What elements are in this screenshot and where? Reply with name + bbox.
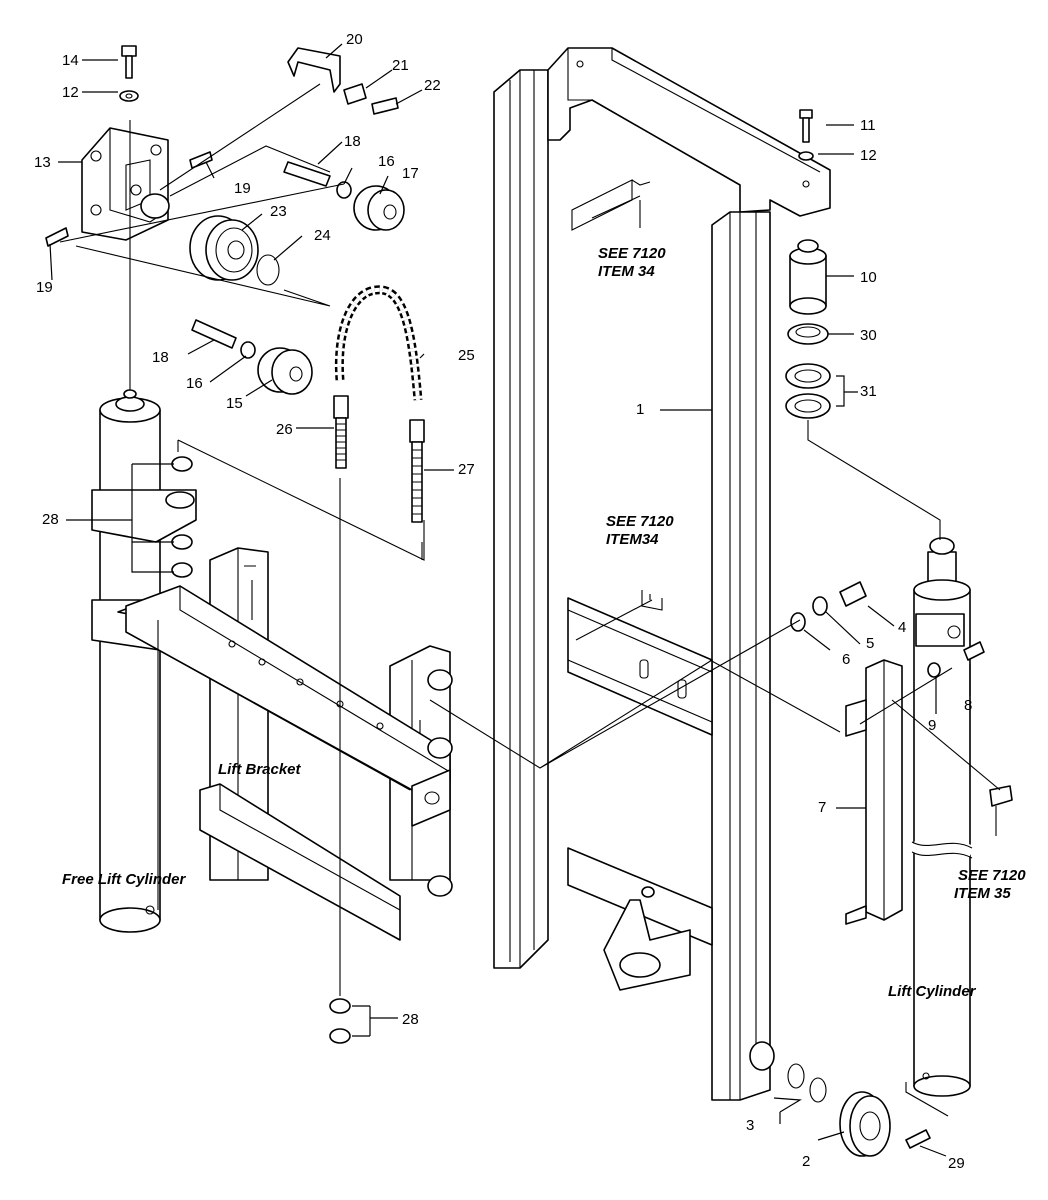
spacer-10 bbox=[789, 239, 827, 315]
see-7120-item34-line1: SEE 7120 bbox=[606, 513, 674, 530]
callout-12: 12 bbox=[62, 84, 79, 101]
callout-21: 21 bbox=[392, 57, 409, 74]
shim-31-b bbox=[785, 393, 831, 419]
shaft-18-top bbox=[283, 161, 331, 187]
callout-9: 9 bbox=[928, 717, 936, 734]
callout-16: 16 bbox=[186, 375, 203, 392]
see-7120-item-35-line2: ITEM 35 bbox=[954, 885, 1011, 902]
shaft-18-bottom bbox=[191, 319, 237, 349]
callout-6: 6 bbox=[842, 651, 850, 668]
lift-cylinder-label: Lift Cylinder bbox=[888, 983, 977, 1000]
callout-29: 29 bbox=[948, 1155, 965, 1172]
stub-shaft bbox=[749, 1041, 775, 1071]
callout-19: 19 bbox=[234, 180, 251, 197]
free-lift-cylinder-label: Free Lift Cylinder bbox=[62, 871, 187, 888]
callout-20: 20 bbox=[346, 31, 363, 48]
spacer-16-bottom bbox=[240, 341, 256, 359]
anchor-27 bbox=[409, 419, 425, 523]
see-7120-item-34-top-line2: ITEM 34 bbox=[598, 263, 655, 280]
callout-14: 14 bbox=[62, 52, 79, 69]
mast-channel bbox=[493, 47, 831, 1101]
shim-3-a bbox=[787, 1063, 805, 1089]
shim-31-a bbox=[785, 363, 831, 389]
callout-4: 4 bbox=[898, 619, 906, 636]
bolt-8 bbox=[927, 641, 985, 678]
rail-7 bbox=[845, 659, 903, 925]
callout-16: 16 bbox=[378, 153, 395, 170]
bolt-14 bbox=[119, 45, 139, 102]
screw-19-a bbox=[189, 151, 213, 169]
pulley-15 bbox=[257, 347, 313, 395]
callout-13: 13 bbox=[34, 154, 51, 171]
callout-3: 3 bbox=[746, 1117, 754, 1134]
anchor-26 bbox=[333, 395, 349, 469]
callout-28: 28 bbox=[402, 1011, 419, 1028]
lift-cylinder bbox=[909, 537, 975, 1097]
callout-24: 24 bbox=[314, 227, 331, 244]
pulley-17 bbox=[353, 185, 405, 231]
strap-20 bbox=[287, 47, 341, 93]
nuts-28-bottom bbox=[329, 998, 351, 1044]
spacer-16-top bbox=[336, 181, 352, 199]
callout-12: 12 bbox=[860, 147, 877, 164]
bolt-4 bbox=[790, 581, 867, 632]
clip-item-35 bbox=[989, 785, 1013, 807]
callout-28: 28 bbox=[42, 511, 59, 528]
callout-7: 7 bbox=[818, 799, 826, 816]
pin-21 bbox=[343, 83, 399, 115]
lift-bracket-label: Lift Bracket bbox=[218, 761, 302, 778]
shim-3-b bbox=[809, 1077, 827, 1103]
callout-1: 1 bbox=[636, 401, 644, 418]
leader-lines bbox=[49, 43, 1001, 1157]
screw-19-b bbox=[45, 227, 69, 247]
see-7120-item34-line2: ITEM34 bbox=[606, 531, 659, 548]
callout-26: 26 bbox=[276, 421, 293, 438]
reference-notes: SEE 7120 ITEM 34 SEE 7120 ITEM34 SEE 712… bbox=[62, 245, 1026, 1000]
callout-15: 15 bbox=[226, 395, 243, 412]
callout-17: 17 bbox=[402, 165, 419, 182]
callout-25: 25 bbox=[458, 347, 475, 364]
guide-bracket bbox=[81, 127, 170, 241]
callout-numbers: 14 12 13 20 21 22 18 16 17 19 23 24 19 1… bbox=[34, 31, 972, 1172]
callout-19: 19 bbox=[36, 279, 53, 296]
callout-5: 5 bbox=[866, 635, 874, 652]
screw-29 bbox=[905, 1129, 931, 1149]
bolt-11 bbox=[798, 109, 814, 161]
sheave-23 bbox=[189, 215, 259, 281]
callout-31: 31 bbox=[860, 383, 877, 400]
see-7120-item-34-top-line1: SEE 7120 bbox=[598, 245, 666, 262]
callout-18: 18 bbox=[344, 133, 361, 150]
snap-ring-24 bbox=[256, 254, 280, 286]
callout-23: 23 bbox=[270, 203, 287, 220]
roller-2 bbox=[839, 1091, 891, 1157]
callout-8: 8 bbox=[964, 697, 972, 714]
lift-bracket bbox=[125, 547, 453, 941]
callout-27: 27 bbox=[458, 461, 475, 478]
callout-30: 30 bbox=[860, 327, 877, 344]
callout-22: 22 bbox=[424, 77, 441, 94]
callout-2: 2 bbox=[802, 1153, 810, 1170]
callout-18: 18 bbox=[152, 349, 169, 366]
callout-10: 10 bbox=[860, 269, 877, 286]
callout-11: 11 bbox=[860, 117, 876, 134]
see-7120-item-35-line1: SEE 7120 bbox=[958, 867, 1026, 884]
